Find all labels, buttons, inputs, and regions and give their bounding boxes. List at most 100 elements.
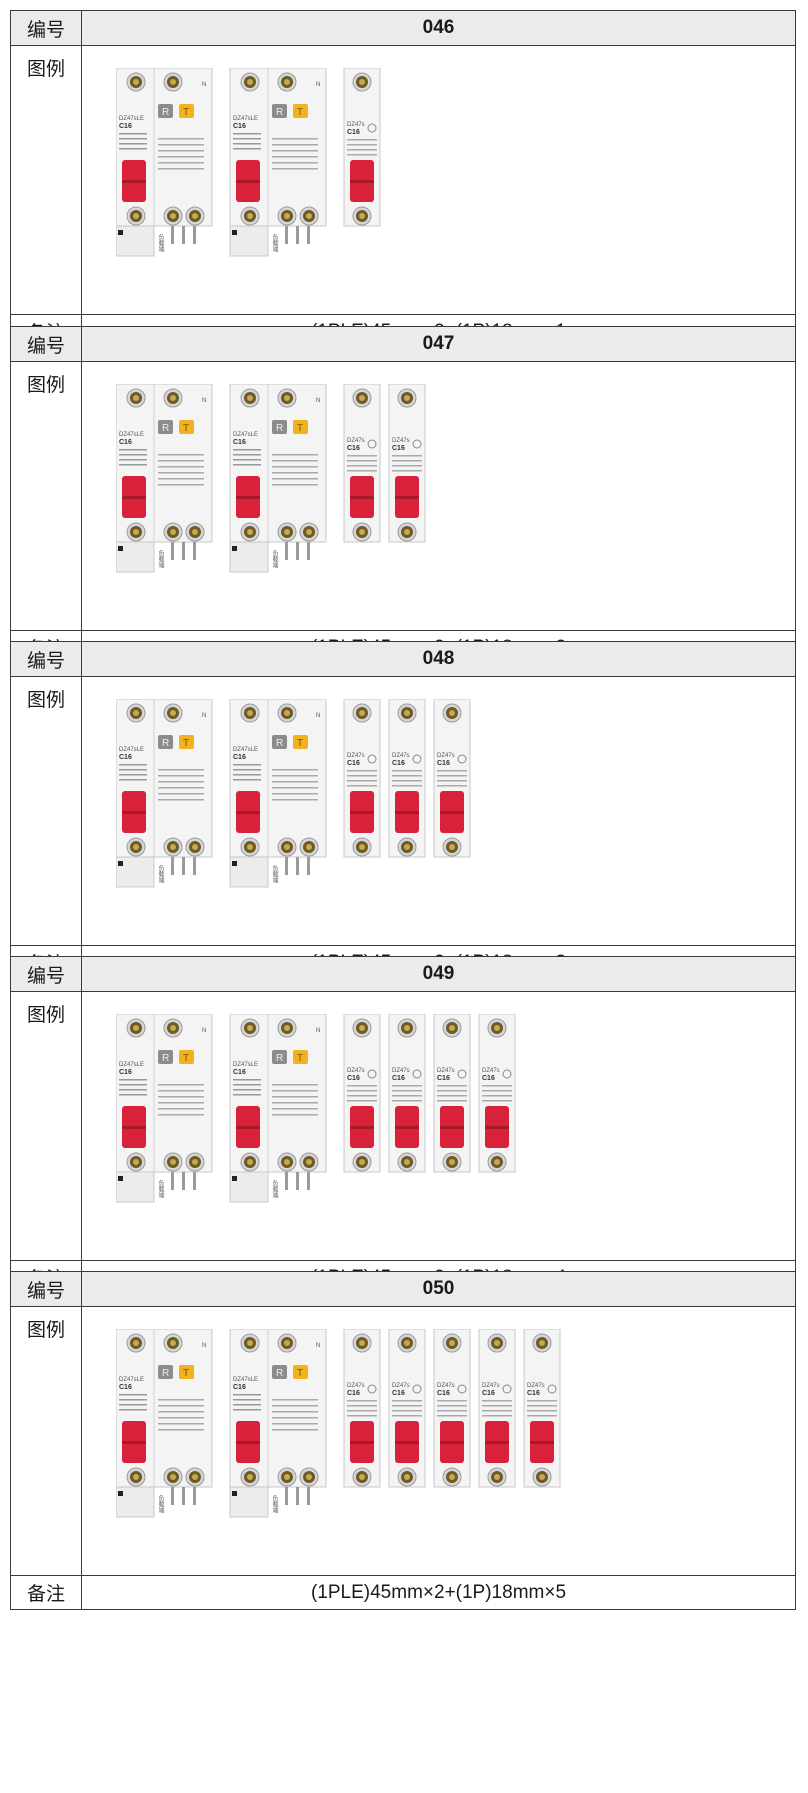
spec-text-line	[233, 764, 261, 766]
spec-text-line	[392, 1090, 422, 1092]
spec-text-line	[347, 1400, 377, 1402]
spec-text-line	[482, 1410, 512, 1412]
terminal-screw-slot	[133, 529, 139, 535]
item-number: 049	[81, 956, 796, 992]
spec-text-line	[272, 168, 318, 170]
terminal-screw-slot	[133, 79, 139, 85]
output-pin	[171, 857, 174, 875]
reset-button-label: R	[276, 107, 283, 118]
spec-text-line	[392, 460, 422, 462]
spec-text-line	[233, 459, 261, 461]
spec-text-line	[437, 1400, 467, 1402]
spec-text-line	[158, 793, 204, 795]
legend-label: 图例	[10, 361, 82, 631]
handle-ridge	[122, 496, 146, 499]
cert-mark-icon	[547, 1384, 557, 1394]
spec-text-line	[158, 1417, 204, 1419]
test-button-label: T	[297, 423, 303, 434]
spec-text-line	[158, 484, 204, 486]
output-pin	[182, 542, 185, 560]
spec-text-line	[347, 144, 377, 146]
output-pin	[182, 1487, 185, 1505]
terminal-screw-slot	[306, 213, 312, 219]
spec-text-line	[233, 464, 261, 466]
load-side-label: 负载端	[271, 1494, 278, 1514]
spec-text-line	[158, 1108, 204, 1110]
cert-mark-icon	[412, 1069, 422, 1079]
p-model-label: DZ47s	[347, 122, 365, 128]
spec-text-line	[233, 1079, 261, 1081]
terminal-screw-slot	[133, 395, 139, 401]
spec-text-line	[392, 1415, 422, 1417]
spec-text-line	[272, 1090, 318, 1092]
load-side-base	[116, 1171, 155, 1203]
output-pin	[296, 857, 299, 875]
terminal-screw-slot	[359, 1340, 365, 1346]
load-side-label: 负载端	[157, 1179, 164, 1199]
terminal-screw-slot	[133, 213, 139, 219]
ple-rating-label: C16	[233, 1384, 246, 1391]
terminal-screw-slot	[192, 1474, 198, 1480]
spec-text-line	[527, 1415, 557, 1417]
load-side-label: 负载端	[157, 233, 164, 253]
terminal-screw-slot	[359, 710, 365, 716]
test-button	[293, 735, 308, 749]
spec-text-line	[119, 449, 147, 451]
spec-text-line	[158, 1405, 204, 1407]
spec-text-line	[119, 769, 147, 771]
terminal-screw-slot	[404, 1340, 410, 1346]
spec-text-line	[233, 1394, 261, 1396]
module-body	[388, 384, 426, 543]
load-side-label: 负载端	[271, 864, 278, 884]
terminal-screw-slot	[359, 79, 365, 85]
terminal-screw-slot	[247, 1340, 253, 1346]
reset-button-label: R	[162, 107, 169, 118]
remark-row: 备注 (1PLE)45mm×2+(1P)18mm×5	[10, 1575, 796, 1610]
terminal-screw-slot	[359, 844, 365, 850]
spec-text-line	[392, 1095, 422, 1097]
spec-text-line	[527, 1405, 557, 1407]
ple-rating-label: C16	[119, 754, 132, 761]
terminal-screw-slot	[449, 1340, 455, 1346]
terminal-screw-slot	[404, 1474, 410, 1480]
spec-text-line	[272, 1108, 318, 1110]
terminal-screw-slot	[192, 844, 198, 850]
header-row: 编号 048	[10, 641, 796, 677]
spec-text-line	[272, 1399, 318, 1401]
spec-text-line	[272, 162, 318, 164]
p-model-label: DZ47s	[482, 1068, 500, 1074]
terminal-screw-slot	[192, 1159, 198, 1165]
output-pin	[307, 1487, 310, 1505]
ple-rating-label: C16	[119, 1384, 132, 1391]
terminal-screw-slot	[359, 1159, 365, 1165]
spec-text-line	[158, 1096, 204, 1098]
terminal-screw-slot	[170, 395, 176, 401]
cert-mark-icon	[457, 1384, 467, 1394]
reset-button	[272, 1365, 287, 1379]
terminal-screw-slot	[494, 1025, 500, 1031]
spec-text-line	[158, 1411, 204, 1413]
terminal-screw-slot	[359, 529, 365, 535]
test-button	[179, 1050, 194, 1064]
cert-mark-icon	[367, 1069, 377, 1079]
test-button	[179, 104, 194, 118]
module-body	[433, 699, 471, 858]
cert-mark-icon	[502, 1384, 512, 1394]
load-side-label: 负载端	[157, 864, 164, 884]
number-label: 编号	[10, 956, 82, 992]
spec-text-line	[347, 1415, 377, 1417]
marker-square	[232, 1491, 237, 1496]
spec-text-line	[158, 1102, 204, 1104]
ple-rating-label: C16	[119, 1069, 132, 1076]
output-pin	[171, 542, 174, 560]
module-body	[116, 1329, 213, 1488]
reset-button	[158, 104, 173, 118]
